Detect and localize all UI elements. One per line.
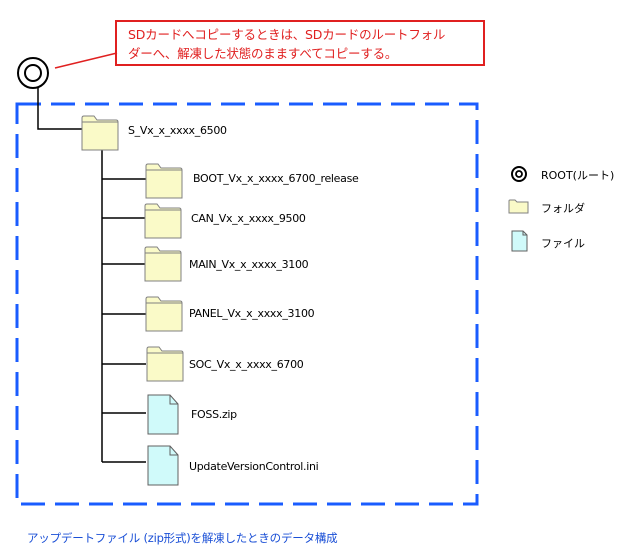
file-icon <box>147 394 179 435</box>
legend-file-label: ファイル <box>541 237 585 250</box>
file-icon <box>147 445 179 486</box>
root-icon <box>17 57 49 89</box>
legend-file-icon <box>511 230 528 252</box>
callout-leader <box>54 52 118 69</box>
folder-icon <box>145 163 183 199</box>
legend-folder-label: フォルダ <box>541 202 585 215</box>
tree-lines <box>37 88 146 463</box>
package-boundary <box>15 102 479 506</box>
folder-label: MAIN_Vx_x_xxxx_3100 <box>189 258 309 271</box>
root-folder-label: S_Vx_x_xxxx_6500 <box>128 124 227 137</box>
folder-label: CAN_Vx_x_xxxx_9500 <box>191 212 306 225</box>
file-label: FOSS.zip <box>191 408 237 421</box>
legend-root-icon <box>511 166 527 182</box>
callout-note: SDカードへコピーするときは、SDカードのルートフォル ダーへ、解凍した状態のま… <box>115 20 485 66</box>
legend-folder-icon <box>508 199 529 214</box>
legend-root-label: ROOT(ルート) <box>541 169 615 182</box>
callout-line-1: SDカードへコピーするときは、SDカードのルートフォル <box>128 27 446 42</box>
folder-label: BOOT_Vx_x_xxxx_6700_release <box>193 172 359 185</box>
folder-icon <box>144 203 182 239</box>
callout-line-2: ダーへ、解凍した状態のまますべてコピーする。 <box>128 46 398 61</box>
file-label: UpdateVersionControl.ini <box>189 460 319 473</box>
folder-label: SOC_Vx_x_xxxx_6700 <box>189 358 304 371</box>
folder-icon <box>81 115 119 151</box>
folder-label: PANEL_Vx_x_xxxx_3100 <box>189 307 315 320</box>
folder-icon <box>145 296 183 332</box>
diagram-caption: アップデートファイル (zip形式)を解凍したときのデータ構成 <box>27 531 338 545</box>
folder-icon <box>144 246 182 282</box>
folder-icon <box>146 346 184 382</box>
